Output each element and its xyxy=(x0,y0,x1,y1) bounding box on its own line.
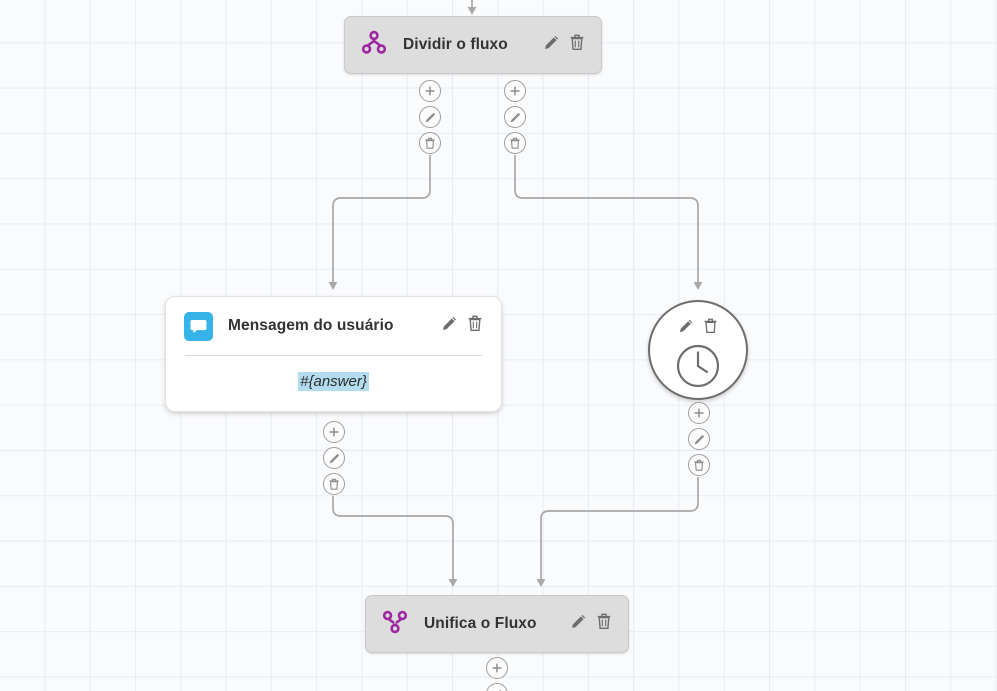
node-merge-title: Unifica o Fluxo xyxy=(424,615,537,632)
timer-actions[interactable] xyxy=(678,318,718,339)
node-message-body: #{answer} xyxy=(166,356,501,411)
trash-icon[interactable] xyxy=(504,132,526,154)
plus-icon[interactable] xyxy=(504,80,526,102)
pencil-icon[interactable] xyxy=(688,428,710,450)
edge-timer-to-merge xyxy=(536,477,699,587)
trash-icon[interactable] xyxy=(419,132,441,154)
message-variable: #{answer} xyxy=(298,372,369,391)
plus-icon[interactable] xyxy=(688,402,710,424)
node-timer[interactable] xyxy=(648,300,748,400)
pencil-icon[interactable] xyxy=(678,318,694,339)
pencil-icon[interactable] xyxy=(570,613,587,635)
port-stack-split-left[interactable] xyxy=(419,80,441,154)
trash-icon[interactable] xyxy=(703,318,718,339)
edge-split-left-to-message xyxy=(328,155,431,290)
node-message[interactable]: Mensagem do usuário xyxy=(165,296,502,412)
plus-icon[interactable] xyxy=(323,421,345,443)
trash-icon[interactable] xyxy=(323,473,345,495)
node-divider xyxy=(185,355,482,356)
pencil-icon[interactable] xyxy=(486,683,508,691)
trash-icon[interactable] xyxy=(467,315,483,337)
pencil-icon[interactable] xyxy=(504,106,526,128)
merge-icon xyxy=(382,609,408,640)
pencil-icon[interactable] xyxy=(543,34,560,56)
node-message-title: Mensagem do usuário xyxy=(228,317,394,334)
plus-icon[interactable] xyxy=(419,80,441,102)
clock-icon xyxy=(674,342,722,395)
trash-icon[interactable] xyxy=(569,34,585,56)
port-stack-split-right[interactable] xyxy=(504,80,526,154)
trash-icon[interactable] xyxy=(596,613,612,635)
node-split-title: Dividir o fluxo xyxy=(403,36,508,53)
pencil-icon[interactable] xyxy=(323,447,345,469)
pencil-icon[interactable] xyxy=(441,315,458,337)
trash-icon[interactable] xyxy=(688,454,710,476)
port-stack-message[interactable] xyxy=(323,421,345,495)
chat-bubble-icon xyxy=(184,311,213,341)
edge-message-to-merge xyxy=(332,496,458,587)
node-merge[interactable]: Unifica o Fluxo xyxy=(365,595,629,653)
port-stack-timer[interactable] xyxy=(688,402,710,476)
split-icon xyxy=(361,30,387,61)
node-split[interactable]: Dividir o fluxo xyxy=(344,16,602,74)
port-stack-merge[interactable] xyxy=(486,657,508,691)
pencil-icon[interactable] xyxy=(419,106,441,128)
plus-icon[interactable] xyxy=(486,657,508,679)
edge-split-right-to-timer xyxy=(514,155,703,290)
